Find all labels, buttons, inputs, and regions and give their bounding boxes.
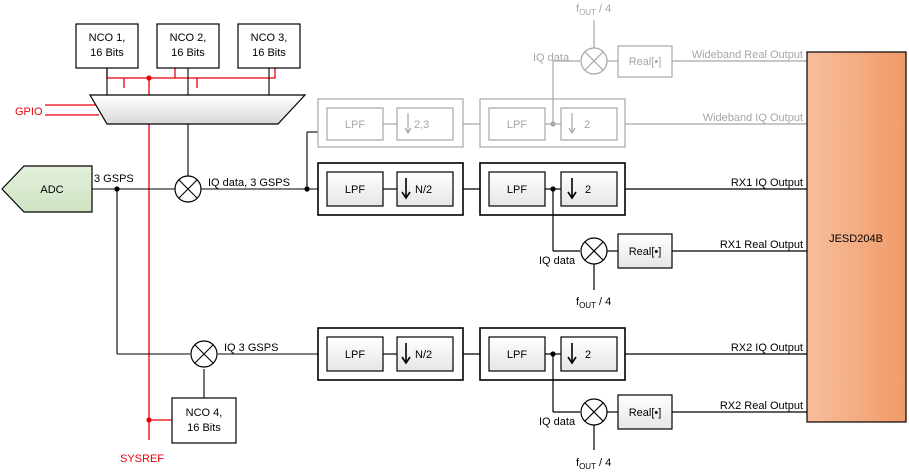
wideband-real-output-label: Wideband Real Output <box>692 49 803 61</box>
nco-2-block: NCO 2, 16 Bits <box>156 23 220 69</box>
mixer-2 <box>190 340 218 368</box>
nco-1-label-line2: 16 Bits <box>90 47 124 59</box>
rx1-dec-2-label: 2 <box>585 184 591 196</box>
nco-selector-mux <box>88 94 307 125</box>
nco-3-block: NCO 3, 16 Bits <box>237 23 301 69</box>
nco-4-label-line1: NCO 4, <box>186 407 223 419</box>
rx1-fout-label: fOUT / 4 <box>576 296 611 310</box>
sysref-junction-top <box>146 75 152 81</box>
nco-2-label-line1: NCO 2, <box>170 32 207 44</box>
wideband-path <box>317 20 807 148</box>
rx1-lpf-2-label: LPF <box>507 184 527 196</box>
nco-1-label-line1: NCO 1, <box>89 32 126 44</box>
gpio-label: GPIO <box>15 106 43 118</box>
wb-real-label: Real[•] <box>629 56 662 68</box>
wb-dec-1-label: 2,3 <box>414 119 429 131</box>
rx1-lpf-1-label: LPF <box>345 184 365 196</box>
rx1-iq-output-label: RX1 IQ Output <box>731 177 803 189</box>
adc-split-junction <box>114 186 120 192</box>
nco-4-label-line2: 16 Bits <box>187 422 221 434</box>
sysref-junction-bottom <box>146 417 152 423</box>
rx2-dec-2-label: 2 <box>585 349 591 361</box>
adc-rate-label: 3 GSPS <box>94 173 134 185</box>
rx2-iq-data-label: IQ data <box>539 416 576 428</box>
iq-second-label: IQ 3 GSPS <box>224 342 278 354</box>
wb-lpf-1-label: LPF <box>345 119 365 131</box>
wb-dec-2-label: 2 <box>584 119 590 131</box>
rx1-iq-data-label: IQ data <box>539 255 576 267</box>
nco-4-block: NCO 4, 16 Bits <box>171 397 237 444</box>
mixer-1 <box>174 175 202 203</box>
iq-split-junction <box>304 186 310 192</box>
rx1-real-output-label: RX1 Real Output <box>720 239 803 251</box>
jesd204b-block <box>806 51 907 423</box>
wideband-junction <box>550 121 556 127</box>
wideband-iq-output-label: Wideband IQ Output <box>703 112 803 124</box>
rx2-iq-output-label: RX2 IQ Output <box>731 342 803 354</box>
rx2-lpf-2-label: LPF <box>507 349 527 361</box>
rx2-junction <box>550 351 556 357</box>
main-wires <box>92 131 318 355</box>
rx1-junction <box>550 186 556 192</box>
rx2-real-output-label: RX2 Real Output <box>720 400 803 412</box>
rx2-fout-label: fOUT / 4 <box>576 457 611 471</box>
jesd204b-label: JESD204B <box>829 233 883 245</box>
rx1-path <box>317 162 807 290</box>
nco-1-block: NCO 1, 16 Bits <box>75 23 139 69</box>
rx1-dec-1-label: N/2 <box>415 184 432 196</box>
nco-3-label-line2: 16 Bits <box>252 47 286 59</box>
adc-label: ADC <box>40 184 63 196</box>
rx2-lpf-1-label: LPF <box>345 349 365 361</box>
rx1-real-label: Real[•] <box>629 246 662 258</box>
nco-mux-wires <box>106 68 270 398</box>
rx2-real-label: Real[•] <box>629 407 662 419</box>
iq-main-label: IQ data, 3 GSPS <box>208 177 290 189</box>
nco-3-label-line1: NCO 3, <box>251 32 288 44</box>
sysref-label: SYSREF <box>120 453 164 465</box>
rx2-dec-1-label: N/2 <box>415 349 432 361</box>
wb-lpf-2-label: LPF <box>507 119 527 131</box>
wb-iq-data-label: IQ data <box>533 52 570 64</box>
nco-2-label-line2: 16 Bits <box>171 47 205 59</box>
wb-fout-label: fOUT / 4 <box>576 3 611 17</box>
